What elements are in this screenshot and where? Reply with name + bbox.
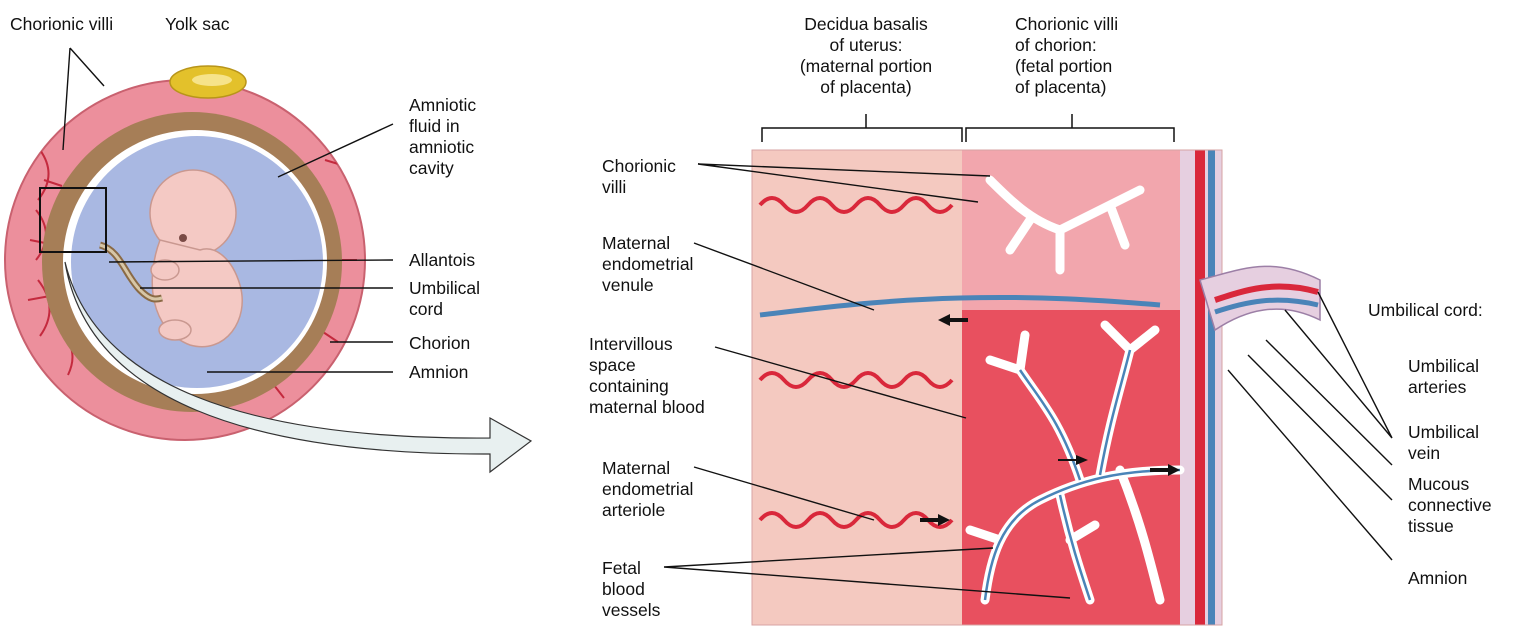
placenta-illustration <box>752 150 1222 625</box>
label-allantois: Allantois <box>409 250 475 271</box>
chorionic-plate <box>962 150 1187 310</box>
label-chorionic-villi-fetal: Chorionic villi of chorion: (fetal porti… <box>1015 14 1118 98</box>
umbilical-cord-section <box>1200 266 1320 330</box>
label-umbilical-cord-left: Umbilical cord <box>409 278 480 320</box>
label-chorionic-villi-left: Chorionic villi <box>10 14 113 35</box>
label-maternal-venule: Maternal endometrial venule <box>602 233 693 296</box>
region-brackets <box>762 114 1174 142</box>
embryo-eye <box>179 234 187 242</box>
label-amnion-left: Amnion <box>409 362 468 383</box>
label-umbilical-vein: Umbilical vein <box>1408 422 1479 464</box>
label-decidua-basalis: Decidua basalis of uterus: (maternal por… <box>786 14 946 98</box>
label-umbilical-cord-heading: Umbilical cord: <box>1368 300 1483 321</box>
yolk-sac-highlight <box>192 74 232 86</box>
label-yolk-sac: Yolk sac <box>165 14 230 35</box>
label-amniotic-fluid: Amniotic fluid in amniotic cavity <box>409 95 476 179</box>
label-intervillous-space: Intervillous space containing maternal b… <box>589 334 705 418</box>
label-maternal-arteriole: Maternal endometrial arteriole <box>602 458 693 521</box>
label-umbilical-arteries: Umbilical arteries <box>1408 356 1479 398</box>
label-mucous-connective-tissue: Mucous connective tissue <box>1408 474 1492 537</box>
label-amnion-right: Amnion <box>1408 568 1467 589</box>
label-chorion: Chorion <box>409 333 470 354</box>
label-chorionic-villi: Chorionic villi <box>602 156 676 198</box>
label-fetal-blood-vessels: Fetal blood vessels <box>602 558 660 621</box>
